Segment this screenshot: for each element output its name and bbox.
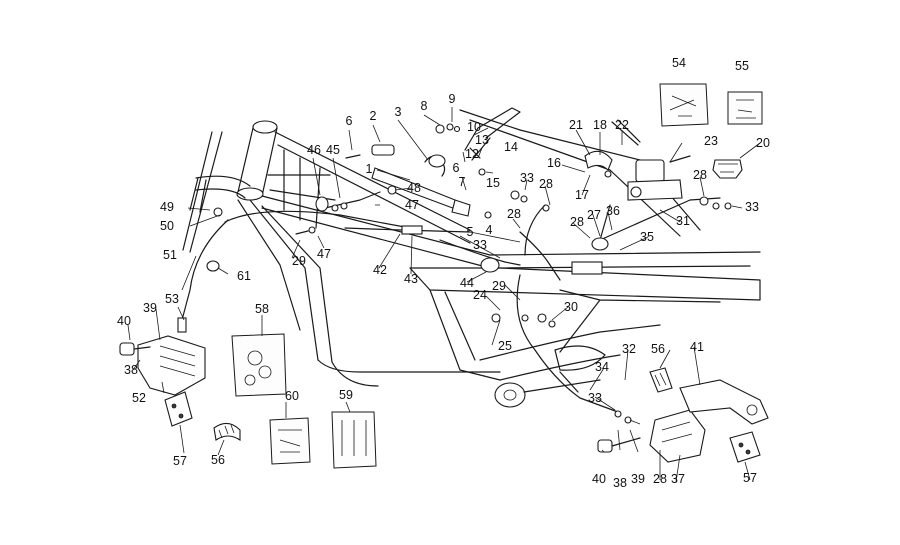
callout-51: 51 [163, 248, 177, 262]
callout-47-b: 47 [317, 247, 331, 261]
callout-35: 35 [640, 230, 654, 244]
callout-5: 5 [467, 225, 474, 239]
callout-14: 14 [504, 140, 518, 154]
callout-48: 48 [407, 181, 421, 195]
callout-59: 59 [339, 388, 353, 402]
callout-10: 10 [467, 120, 481, 134]
callout-56-b: 56 [651, 342, 665, 356]
callout-50: 50 [160, 219, 174, 233]
callout-39-b: 39 [631, 472, 645, 486]
callout-49: 49 [160, 200, 174, 214]
callout-52: 52 [132, 391, 146, 405]
callout-25: 25 [498, 339, 512, 353]
callout-16: 16 [547, 156, 561, 170]
callout-20: 20 [756, 136, 770, 150]
callout-22: 22 [615, 118, 629, 132]
rear-brake-assembly [491, 274, 769, 463]
callout-40-b: 40 [592, 472, 606, 486]
leader-lines [127, 107, 761, 483]
callout-6-second: 6 [453, 161, 460, 175]
callout-55: 55 [735, 59, 749, 73]
callout-40-a: 40 [117, 314, 131, 328]
callout-37: 37 [671, 472, 685, 486]
callout-32: 32 [622, 342, 636, 356]
callout-43: 43 [404, 272, 418, 286]
callout-28-c: 28 [570, 215, 584, 229]
front-brake-assembly [119, 207, 411, 442]
callout-28-e: 28 [653, 472, 667, 486]
callout-30: 30 [564, 300, 578, 314]
callout-15: 15 [486, 176, 500, 190]
callout-13: 13 [475, 133, 489, 147]
callout-57-b: 57 [743, 471, 757, 485]
callout-8: 8 [421, 99, 428, 113]
callout-57-a: 57 [173, 454, 187, 468]
callout-60: 60 [285, 389, 299, 403]
callout-31: 31 [676, 214, 690, 228]
callout-29-b: 29 [492, 279, 506, 293]
callout-labels: 1 2 3 4 5 6 6 7 8 9 10 12 13 14 15 16 17… [117, 56, 770, 490]
callout-45: 45 [326, 143, 340, 157]
callout-3: 3 [395, 105, 402, 119]
callout-61: 61 [237, 269, 251, 283]
callout-36: 36 [606, 204, 620, 218]
callout-21: 21 [569, 118, 583, 132]
callout-4: 4 [486, 223, 493, 237]
callout-18: 18 [593, 118, 607, 132]
callout-28-a: 28 [539, 177, 553, 191]
callout-58: 58 [255, 302, 269, 316]
callout-28-d: 28 [693, 168, 707, 182]
callout-23: 23 [704, 134, 718, 148]
callout-42: 42 [373, 263, 387, 277]
callout-7: 7 [459, 175, 466, 189]
callout-29-a: 29 [292, 254, 306, 268]
callout-27: 27 [587, 208, 601, 222]
callout-34: 34 [595, 360, 609, 374]
callout-17: 17 [575, 188, 589, 202]
rear-master-cylinder [519, 119, 743, 281]
callout-33-b: 33 [473, 238, 487, 252]
callout-54: 54 [672, 56, 686, 70]
spare-parts-kits [231, 83, 763, 469]
callout-56-a: 56 [211, 453, 225, 467]
callout-33-d: 33 [588, 391, 602, 405]
callout-24: 24 [473, 288, 487, 302]
callout-47-a: 47 [405, 198, 419, 212]
callout-6: 6 [346, 114, 353, 128]
callout-39-a: 39 [143, 301, 157, 315]
callout-1: 1 [366, 162, 373, 176]
callout-9: 9 [449, 92, 456, 106]
callout-33-a: 33 [520, 171, 534, 185]
motorcycle-frame [182, 109, 761, 408]
callout-53: 53 [165, 292, 179, 306]
callout-38-b: 38 [613, 476, 627, 490]
callout-38-a: 38 [124, 363, 138, 377]
callout-28-b: 28 [507, 207, 521, 221]
callout-41: 41 [690, 340, 704, 354]
callout-33-c: 33 [745, 200, 759, 214]
callout-2: 2 [370, 109, 377, 123]
callout-44: 44 [460, 276, 474, 290]
brake-pedal-linkage [295, 107, 550, 273]
callout-46: 46 [307, 143, 321, 157]
callout-12: 12 [465, 147, 479, 161]
